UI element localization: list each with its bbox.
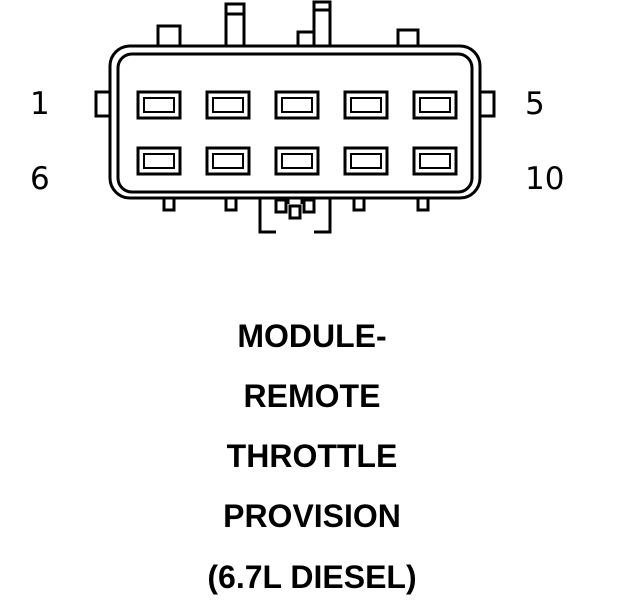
- top-post-right-cap: [312, 0, 332, 12]
- pin-cavity-4: [343, 90, 389, 120]
- top-tab-left: [156, 24, 182, 48]
- top-tab-mid: [296, 30, 316, 48]
- bottom-foot-1: [162, 196, 176, 212]
- side-ear-left: [94, 90, 112, 118]
- pin-label-5: 5: [525, 86, 545, 122]
- connector-housing-inner: [116, 52, 474, 194]
- pin-cavity-inner-8: [281, 153, 313, 169]
- pin-cavity-inner-2: [212, 97, 244, 113]
- bottom-latch-tab-3: [302, 198, 316, 214]
- caption-line-5: (6.7L DIESEL): [207, 559, 417, 595]
- bottom-latch-tab-1: [274, 198, 288, 214]
- bottom-foot-4: [416, 196, 430, 212]
- pin-cavity-inner-10: [419, 153, 451, 169]
- top-tab-right: [396, 28, 420, 48]
- pin-cavity-8: [274, 146, 320, 176]
- caption-line-4: PROVISION: [223, 498, 401, 534]
- bottom-latch-right: [314, 198, 332, 234]
- side-ear-right: [478, 90, 496, 118]
- top-post-left: [224, 12, 246, 46]
- pin-cavity-inner-5: [419, 97, 451, 113]
- pin-cavity-6: [136, 146, 182, 176]
- top-post-left-cap: [224, 2, 246, 16]
- bottom-latch-center: [286, 198, 304, 204]
- pin-cavity-inner-1: [143, 97, 175, 113]
- bottom-foot-3: [352, 196, 366, 212]
- pin-cavity-7: [205, 146, 251, 176]
- pin-cavity-inner-4: [350, 97, 382, 113]
- caption-line-2: REMOTE: [243, 378, 381, 414]
- pin-cavity-10: [412, 146, 458, 176]
- pin-cavity-3: [274, 90, 320, 120]
- bottom-latch-left: [258, 198, 276, 234]
- pin-cavity-inner-6: [143, 153, 175, 169]
- pin-cavity-2: [205, 90, 251, 120]
- pin-cavity-inner-7: [212, 153, 244, 169]
- bottom-latch-tab-2: [288, 204, 302, 220]
- pin-cavity-1: [136, 90, 182, 120]
- pin-cavity-grid: [136, 90, 458, 176]
- bottom-foot-2: [224, 196, 238, 212]
- pin-cavity-5: [412, 90, 458, 120]
- pin-cavity-inner-3: [281, 97, 313, 113]
- caption-line-3: THROTTLE: [226, 438, 398, 474]
- connector-housing-outer: [108, 44, 482, 200]
- pin-cavity-inner-9: [350, 153, 382, 169]
- caption-line-1: MODULE-: [237, 318, 387, 354]
- pin-label-1: 1: [30, 86, 50, 122]
- pin-label-6: 6: [30, 161, 50, 197]
- top-post-right: [312, 8, 332, 46]
- pin-cavity-9: [343, 146, 389, 176]
- pin-label-10: 10: [525, 161, 565, 197]
